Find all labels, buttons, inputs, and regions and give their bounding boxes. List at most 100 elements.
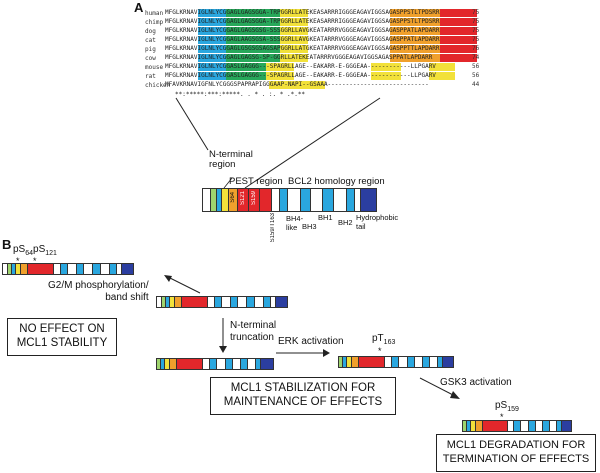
alignment-band: [198, 18, 226, 26]
alignment-sequence: MFGLKRNAVIGLNLYCGGASLGAGGG---SPAGRLLAGE-…: [165, 63, 436, 70]
alignment-band: [390, 27, 440, 35]
bh3-label: BH3: [302, 222, 317, 231]
species-label: mouse: [145, 64, 164, 71]
sequence-length: 56: [472, 72, 480, 79]
sequence-length: 74: [472, 54, 480, 61]
alignment-band: [198, 63, 226, 71]
species-label: chimp: [145, 19, 164, 26]
bh4-label: BH4- like: [286, 214, 304, 232]
n-terminal-truncation-label: N-terminal truncation: [230, 320, 277, 343]
bh2-label: BH2: [338, 218, 353, 227]
alignment-band: [269, 81, 325, 89]
sequence-length: 56: [472, 63, 480, 70]
alignment-band: [390, 36, 440, 44]
mcl1-bar-full: [156, 296, 288, 308]
s159-label: S159: [250, 191, 257, 206]
alignment-band: [429, 63, 455, 71]
mcl1-bar-truncated: [156, 358, 274, 370]
alignment-sequence: MFGLKRNAVIGLNLYCGGAGLGAGSGGA-TRPGGRLLATE…: [165, 18, 440, 25]
species-label: chicken: [145, 82, 171, 89]
consensus-line: **:*****:***:*****. . * . :. * .*.**: [175, 91, 306, 98]
species-label: human: [145, 10, 164, 17]
species-label: pig: [145, 46, 156, 53]
species-labels: human chimp dog cat pig cow mouse rat ch…: [145, 9, 170, 90]
alignment-band: [440, 54, 477, 62]
alignment-band: [390, 18, 440, 26]
alignment-band: [226, 9, 280, 17]
alignment-band: [198, 72, 226, 80]
alignment-band: [280, 27, 308, 35]
alignment-band: [198, 36, 226, 44]
degradation-box: MCL1 DEGRADATION FOR TERMINATION OF EFFE…: [436, 434, 596, 472]
bh1-label: BH1: [318, 213, 333, 222]
bcl2-region-label: BCL2 homology region: [288, 176, 385, 187]
ps64-ps121-label: pS64pS121: [13, 244, 57, 257]
alignment-row: MFGLKRNAVIGLNLYCGGAGLGSGSGSAGSAPGGRLLATG…: [165, 45, 477, 53]
alignment-sequence: MFGLKRNAVIGLNLYCGGASLGAGGG---SPAGRLLAGE-…: [165, 72, 436, 79]
alignment-band: [226, 45, 280, 53]
star-icon: *: [500, 412, 504, 422]
alignment-row: MFGLKRNAVIGLNLYCGGAGLAAGSGSA-SSSGGRLLAVG…: [165, 36, 477, 44]
alignment-band: [266, 63, 294, 71]
alignment-sequence: MFGLKRNAVIGLNLYCGGAGLGAGSG-SP-GGRLLATEKE…: [165, 54, 433, 61]
alignment-band: [280, 45, 308, 53]
sequence-length: 76: [472, 45, 480, 52]
mcl1-bar-erk: [338, 356, 454, 368]
alignment-band: [226, 63, 266, 71]
alignment-sequence: MFGLKRNAVIGLNLYCGGAGLGSGSGSAGSAPGGRLLATG…: [165, 45, 440, 52]
alignment-band: [440, 45, 477, 53]
species-label: cow: [145, 55, 156, 62]
star-icon: *: [33, 256, 37, 266]
ps159-label: pS159: [495, 400, 519, 413]
alignment-row: MFGLKRNAVIGLNLYCGGAGLGAGSGSG-SSSGGRLLAVG…: [165, 27, 477, 35]
alignment-band: [198, 54, 226, 62]
alignment-band: [198, 45, 226, 53]
alignment-row: MFGLKRNAVIGLNLYCGGAGLGAGSGGA-TRPGGRLLATE…: [165, 18, 477, 26]
alignment-sequence: MFGLKRNAVIGLNLYCGGAGLAAGSGSA-SSSGGRLLAVG…: [165, 36, 440, 43]
s121-label: S121: [239, 191, 246, 206]
alignment-sequence: MFAVKRNAVIGFNLYCGGGSPAPRAPIGGGAAP-NAPI--…: [165, 81, 429, 88]
alignment-row: MFGLKRNAVIGLNLYCGGAGLGAGSG-SP-GGRLLATEKE…: [165, 54, 477, 62]
species-label: cat: [145, 37, 156, 44]
gsk3-activation-label: GSK3 activation: [440, 377, 512, 388]
sequence-length: 75: [472, 18, 480, 25]
alignment-band: [440, 18, 477, 26]
alignment-band: [390, 54, 440, 62]
alignment-band: [198, 27, 226, 35]
pt163-label: pT163: [372, 333, 396, 346]
mcl1-bar-gsk3: [462, 420, 572, 432]
alignment-sequence: MFGLKRNAVIGLNLYCGGAGLGAGSGSG-SSSGGRLLAVG…: [165, 27, 440, 34]
s64-label: S64: [229, 192, 236, 203]
alignment-band: [371, 72, 401, 80]
sequence-length: 44: [472, 81, 480, 88]
alignment-row: MFGLKRNAVIGLNLYCGGAGLGAGSGGA-TRPGGRLLATE…: [165, 9, 477, 17]
alignment-band: [280, 9, 308, 17]
alignment-band: [429, 72, 455, 80]
mcl1-bar-phosphorylated: [2, 263, 134, 275]
panel-b-letter: B: [2, 237, 12, 252]
n-terminal-label: N-terminal region: [209, 149, 253, 170]
no-effect-box: NO EFFECT ON MCL1 STABILITY: [7, 318, 117, 356]
alignment-band: [266, 72, 294, 80]
star-icon: *: [16, 256, 20, 266]
sequence-length: 75: [472, 9, 480, 16]
site-note-label: S159/T163: [270, 213, 276, 243]
hydrophobic-tail-label: Hydrophobic tail: [356, 213, 399, 231]
alignment-band: [280, 18, 308, 26]
alignment-band: [226, 27, 280, 35]
alignment-band: [440, 27, 477, 35]
alignment-band: [371, 63, 401, 71]
mcl1-domain-bar: S64 S121 S159: [202, 188, 377, 212]
alignment-band: [226, 54, 280, 62]
alignment-band: [280, 36, 308, 44]
species-label: dog: [145, 28, 156, 35]
alignment-band: [390, 9, 440, 17]
alignment-row: MFGLKRNAVIGLNLYCGGASLGAGGG---SPAGRLLAGE-…: [165, 63, 465, 71]
stabilization-box: MCL1 STABILIZATION FOR MAINTENANCE OF EF…: [210, 377, 396, 415]
star-icon: *: [378, 346, 382, 356]
alignment-band: [440, 36, 477, 44]
alignment-band: [198, 9, 226, 17]
alignment-band: [390, 45, 440, 53]
panel-a-letter: A: [134, 0, 144, 15]
